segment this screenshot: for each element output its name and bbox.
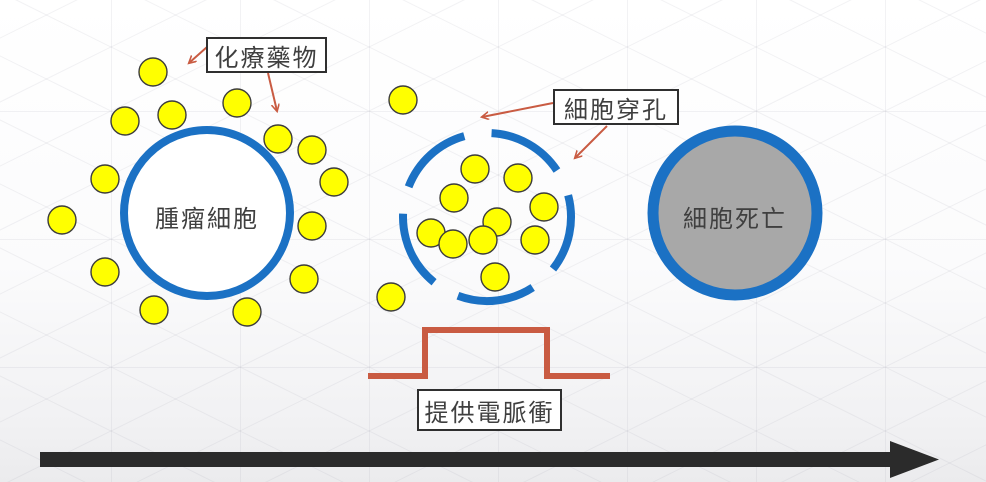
timeline-arrow-bar bbox=[40, 452, 890, 467]
drug-dot bbox=[529, 192, 559, 222]
drug-dot bbox=[222, 88, 252, 118]
drug-dot bbox=[232, 297, 262, 327]
pulse-label: 提供電脈衝 bbox=[424, 399, 555, 427]
drug-dot bbox=[468, 225, 498, 255]
annotation-arrow bbox=[575, 125, 608, 158]
drug-dot bbox=[263, 124, 293, 154]
drug-dot bbox=[439, 183, 469, 213]
drug-dot bbox=[90, 257, 120, 287]
tumor-cell-circle bbox=[120, 126, 294, 300]
annotation-arrow bbox=[482, 102, 554, 117]
drug-dot bbox=[47, 205, 77, 235]
timeline-arrowhead bbox=[890, 441, 939, 478]
drug-dot bbox=[520, 225, 550, 255]
pulse-label-box: 提供電脈衝 bbox=[417, 389, 562, 431]
drug-dot bbox=[110, 106, 140, 136]
annotation-arrow bbox=[267, 72, 277, 111]
drug-dot bbox=[139, 295, 169, 325]
drug-dot bbox=[297, 135, 327, 165]
drug-dot bbox=[438, 229, 468, 259]
drug-dot bbox=[503, 163, 533, 193]
cell-pore-label: 細胞穿孔 bbox=[564, 96, 668, 124]
annotation-arrow bbox=[189, 46, 208, 63]
drug-dot bbox=[376, 282, 406, 312]
drug-dot bbox=[460, 154, 490, 184]
drug-dot bbox=[297, 211, 327, 241]
drug-dot bbox=[388, 85, 418, 115]
pulse-waveform bbox=[368, 327, 610, 379]
cell-death-label: 細胞死亡 bbox=[683, 206, 787, 233]
dead-cell-circle bbox=[647, 125, 823, 301]
drug-dot bbox=[157, 100, 187, 130]
drug-dot bbox=[138, 57, 168, 87]
drug-dot bbox=[480, 262, 510, 292]
cell-pore-label-box: 細胞穿孔 bbox=[553, 89, 679, 125]
chemo-drug-label-box: 化療藥物 bbox=[206, 37, 327, 73]
porated-cell-circle bbox=[399, 129, 575, 305]
drug-dot bbox=[90, 164, 120, 194]
chemo-drug-label: 化療藥物 bbox=[214, 44, 319, 72]
drug-dot bbox=[319, 167, 349, 197]
drug-dot bbox=[289, 264, 319, 294]
tumor-cell-label: 腫瘤細胞 bbox=[155, 206, 259, 233]
